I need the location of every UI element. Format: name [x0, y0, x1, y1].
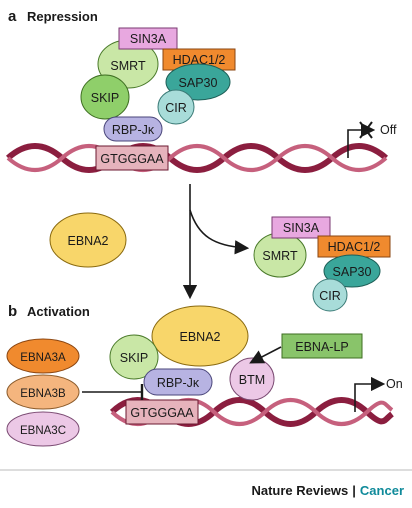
ebna2-free-label: EBNA2 [68, 234, 109, 248]
ebna-lp-label: EBNA-LP [295, 340, 349, 354]
credit-separator: | [352, 483, 356, 498]
btm-label: BTM [239, 373, 265, 387]
credit-journal: Nature Reviews [251, 483, 348, 498]
ebna2-free [49, 212, 127, 268]
hdac-released-label: HDAC1/2 [328, 240, 381, 254]
rbpjk-a-label: RBP-Jκ [112, 123, 155, 137]
sap30-a-label: SAP30 [179, 76, 218, 90]
ebna2-bound [151, 305, 249, 367]
credit-line: Nature Reviews | Cancer [251, 483, 404, 498]
rbpjk-b-label: RBP-Jκ [157, 376, 200, 390]
skip-a [80, 74, 130, 120]
dna-helix-a [6, 143, 388, 173]
panel-a-letter: a [8, 8, 17, 25]
inhibition-arrow [82, 384, 144, 400]
sap30-released [323, 254, 381, 288]
panel-b-letter: b [8, 303, 17, 320]
sap30-released-label: SAP30 [333, 265, 372, 279]
dna-box-b [125, 399, 199, 425]
panel-a-title: Repression [27, 9, 98, 24]
promoter-off-label: Off [380, 123, 397, 137]
ebna2-bound-label: EBNA2 [180, 330, 221, 344]
cir-a [157, 89, 195, 125]
promoter-on-arrow [354, 376, 386, 412]
hdac-a-label: HDAC1/2 [173, 53, 226, 67]
rbpjk-a [103, 116, 163, 142]
skip-a-label: SKIP [91, 91, 120, 105]
skip-b [109, 334, 159, 380]
ebna3c [6, 411, 80, 447]
sin3a-a-label: SIN3A [130, 32, 167, 46]
cir-released-label: CIR [319, 289, 341, 303]
promoter-off-arrow [347, 121, 376, 158]
smrt-released-label: SMRT [262, 249, 298, 263]
cir-released [312, 278, 348, 312]
ebna3b [6, 374, 80, 410]
skip-b-label: SKIP [120, 351, 149, 365]
credit-section: Cancer [360, 483, 404, 498]
ebna3a [6, 338, 80, 374]
sin3a-a [118, 27, 178, 50]
panel-b-title: Activation [27, 304, 90, 319]
ebna-lp-arrow [249, 346, 282, 364]
sin3a-released-label: SIN3A [283, 221, 320, 235]
sin3a-released [271, 216, 331, 239]
smrt-a-label: SMRT [110, 59, 146, 73]
cir-a-label: CIR [165, 101, 187, 115]
dna-box-a [95, 145, 169, 171]
release-arrow [189, 209, 250, 255]
ebna3b-label: EBNA3B [20, 388, 66, 400]
ebna3c-label: EBNA3C [20, 425, 66, 437]
promoter-on-label: On [386, 377, 403, 391]
rbpjk-b [143, 368, 213, 396]
ebna-lp [281, 333, 363, 359]
ebna3a-label: EBNA3A [20, 352, 66, 364]
dna-box-b-label: GTGGGAA [130, 406, 194, 420]
dna-box-a-label: GTGGGAA [100, 152, 164, 166]
